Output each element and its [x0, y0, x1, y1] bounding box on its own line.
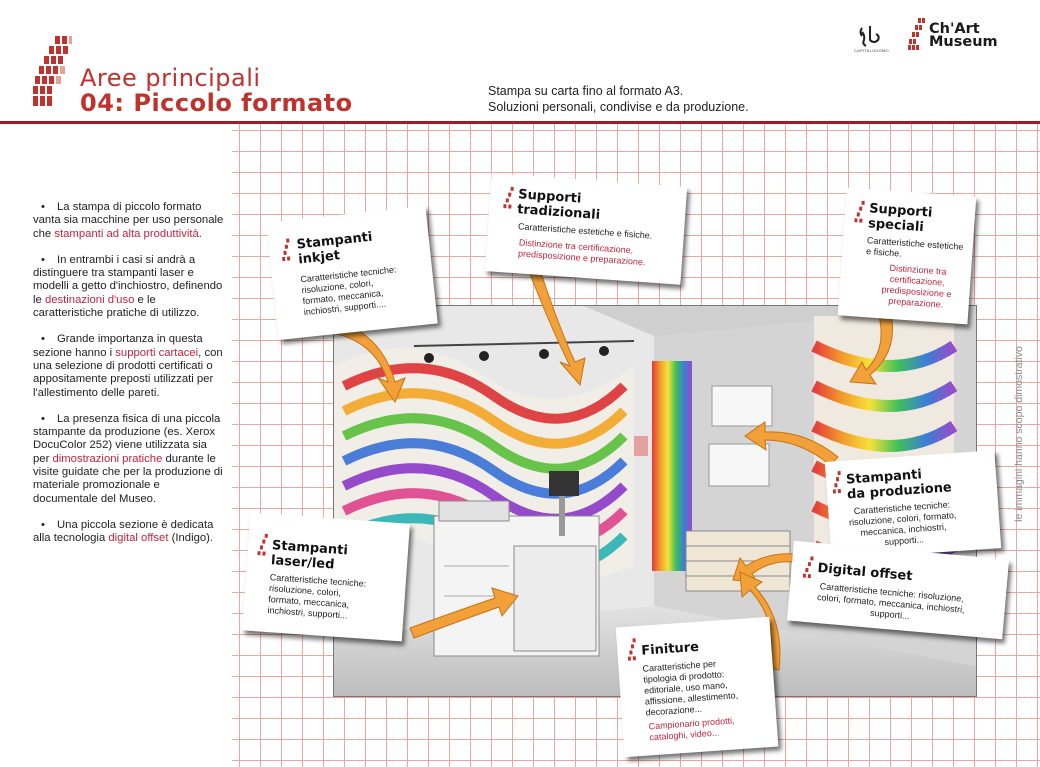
chart-mark-icon: [503, 186, 514, 209]
callout-body: Caratteristiche tecniche:risoluzione, co…: [848, 499, 957, 548]
chart-mark-icon: [854, 200, 865, 223]
callout-highlight: Distinzione tra certificazione,predispos…: [881, 262, 952, 310]
callout-body: Caratteristiche tecniche:risoluzione, co…: [299, 264, 397, 318]
highlight-text: dimostrazioni pratiche: [52, 452, 163, 465]
brand-name-line: Ch'Art: [929, 21, 980, 37]
bullet-item: •La presenza fisica di una piccola stamp…: [33, 412, 223, 505]
subtitle-line: Soluzioni personali, condivise e da prod…: [488, 100, 749, 114]
bullet-list: •La stampa di piccolo formato vanta sia …: [33, 201, 225, 559]
partner-logo-text: CAPITELOGOMO: [854, 48, 889, 53]
header-divider: [0, 121, 1040, 124]
chart-mark-icon: [257, 533, 268, 556]
chart-mark-icon: [802, 556, 814, 579]
brand-name: Ch'Art Museum: [929, 21, 998, 50]
chart-mark-icon: [832, 470, 841, 494]
page-title-line2: 04: Piccolo formato: [80, 89, 353, 117]
bullet-item: •La stampa di piccolo formato vanta sia …: [33, 201, 224, 240]
callout-digital-offset: Digital offset Caratteristiche tecniche:…: [786, 540, 1010, 640]
callout-highlight: Campionario prodotti,cataloghi, video...: [648, 715, 735, 743]
brand-name-line: Museum: [929, 34, 998, 50]
brand-logo: CAPITELOGOMO Ch'Art Museum: [854, 18, 1026, 56]
highlight-text: stampanti ad alta produttività: [54, 227, 199, 240]
callout-body: Caratteristiche tecniche: risoluzione,co…: [816, 581, 966, 622]
callout-highlight: Distinzione tra certificazione,predispos…: [517, 237, 646, 268]
disclaimer-text: le immagini hanno scopo dimostrativo: [1013, 346, 1025, 522]
callout-title: Finiture: [640, 639, 700, 659]
partner-logo-icon: [859, 26, 880, 47]
aree-logo-icon: [33, 36, 72, 106]
disclaimer-note: le immagini hanno scopo dimostrativo: [1006, 320, 1032, 548]
bullet-item: •Una piccola sezione è dedicata alla tec…: [33, 518, 214, 545]
chart-museum-mark-icon: [908, 18, 925, 50]
subtitle-line: Stampa su carta fino al formato A3.: [488, 84, 684, 98]
chart-mark-icon: [281, 238, 291, 262]
text-panel: [0, 124, 232, 767]
highlight-text: digital offset: [108, 532, 169, 545]
bullet-item: •Grande importanza in questa sezione han…: [33, 333, 223, 399]
bullet-item: •In entrambi i casi si andrà a distingue…: [33, 253, 223, 320]
highlight-text: destinazioni d'uso: [44, 293, 135, 306]
highlight-text: supporti cartacei: [115, 346, 199, 359]
page-subtitle: Stampa su carta fino al formato A3. Solu…: [488, 83, 749, 115]
chart-mark-icon: [627, 638, 636, 661]
callout-title: Digital offset: [816, 560, 914, 585]
callout-body: Caratteristiche tecniche:risoluzione, co…: [267, 572, 367, 621]
page-title-line1: Aree principali: [80, 64, 261, 92]
